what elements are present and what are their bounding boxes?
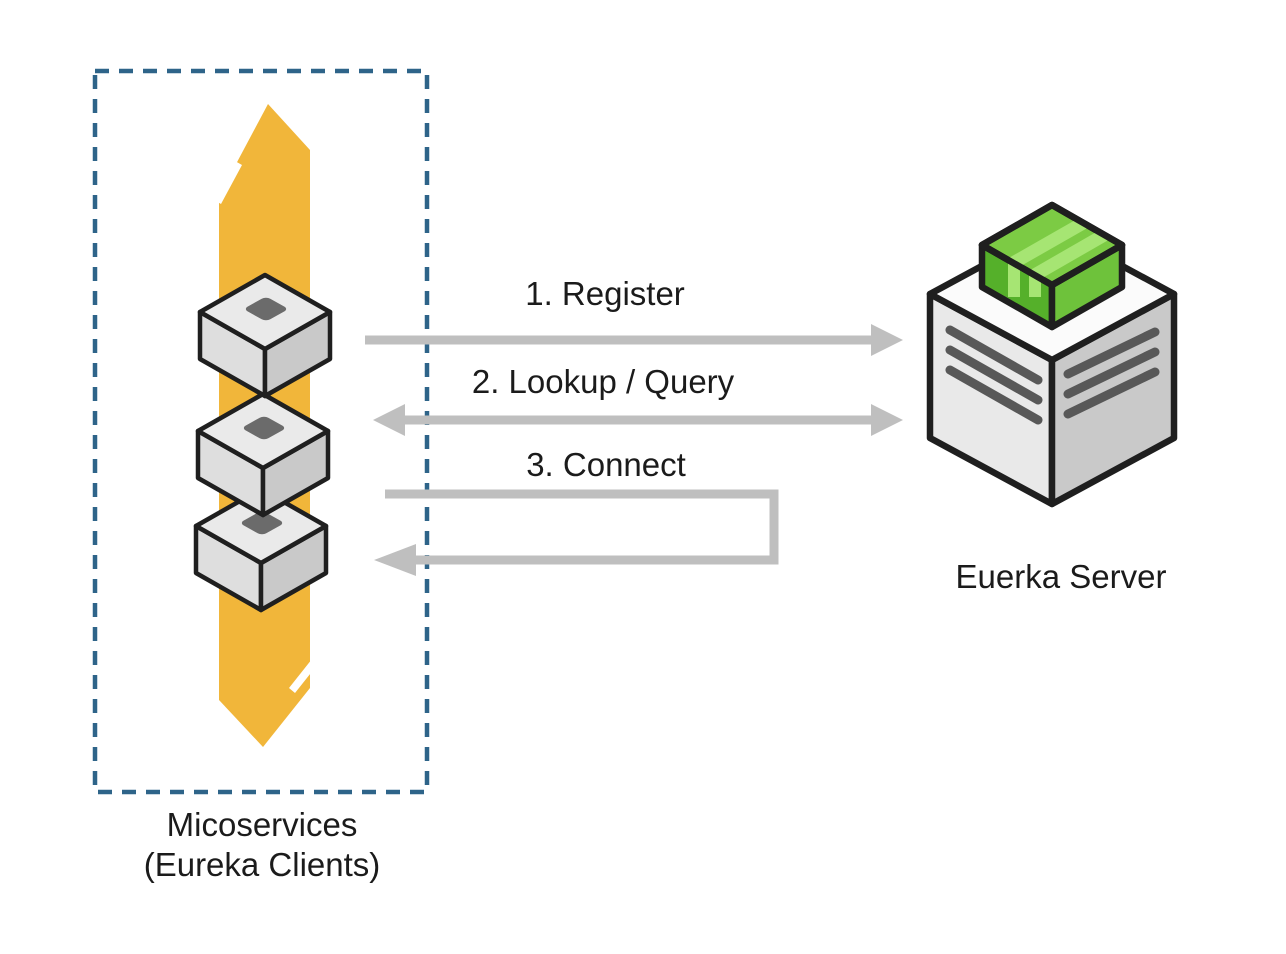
server-vent-lines xyxy=(945,325,1160,425)
lookup-query-label: 2. Lookup / Query xyxy=(471,363,735,400)
server-label: Euerka Server xyxy=(955,558,1167,595)
clients-label: Micoservices (Eureka Clients) xyxy=(144,805,381,885)
package-box-icon xyxy=(978,201,1126,331)
connect-arrow xyxy=(374,489,779,576)
clients-label-line1: Micoservices xyxy=(166,806,358,843)
clients-label-line2: (Eureka Clients) xyxy=(143,846,381,883)
lookup-query-arrow xyxy=(373,404,903,436)
register-label: 1. Register xyxy=(525,275,685,312)
connect-label: 3. Connect xyxy=(526,446,686,483)
package-tape-stripes xyxy=(988,205,1122,285)
register-arrow xyxy=(365,324,903,356)
